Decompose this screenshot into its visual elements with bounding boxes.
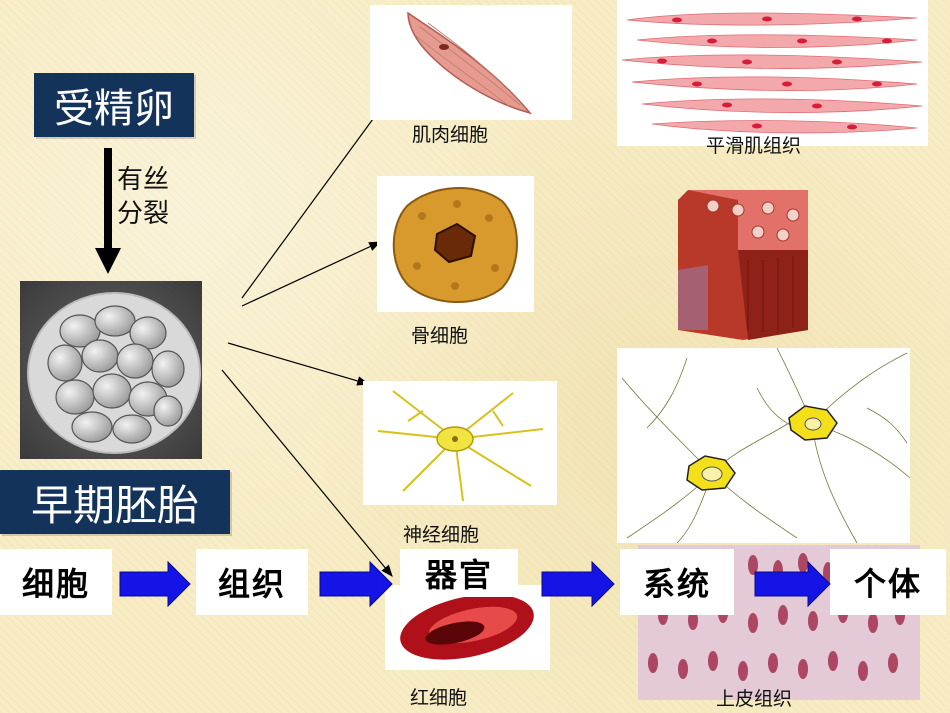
nerve-cell-image [363, 381, 557, 505]
flow-step-cell-label: 细胞 [21, 565, 90, 603]
early-embryo-label: 早期胚胎 [30, 480, 199, 530]
muscle-organ-image [668, 180, 818, 345]
nerve-tissue-image [617, 348, 910, 543]
flow-step-tissue: 组织 [196, 549, 308, 615]
smooth-muscle-tissue-caption: 平滑肌组织 [706, 135, 802, 157]
muscle-cell-image [370, 5, 572, 120]
mitosis-text-line1: 有丝 [117, 165, 170, 195]
flow-arrow-4 [754, 560, 831, 608]
mitosis-text: 有丝 分裂 [117, 163, 169, 231]
early-embryo-label-box: 早期胚胎 [0, 470, 230, 534]
zygote-label-box: 受精卵 [34, 73, 194, 137]
bone-cell-caption: 骨细胞 [411, 325, 469, 347]
early-embryo-image [20, 281, 202, 459]
flow-step-individual: 个体 [830, 549, 946, 615]
flow-arrow-1 [119, 560, 191, 608]
zygote-label: 受精卵 [54, 86, 174, 132]
smooth-muscle-tissue-image [617, 0, 928, 146]
muscle-cell-caption: 肌肉细胞 [412, 124, 489, 146]
embryo-illustration [20, 281, 202, 459]
nerve-cell-caption: 神经细胞 [403, 524, 480, 546]
red-blood-cell-image [385, 585, 550, 670]
mitosis-text-line2: 分裂 [117, 199, 170, 229]
flow-step-individual-label: 个体 [853, 565, 922, 603]
flow-step-tissue-label: 组织 [217, 565, 286, 603]
flow-step-organ-label: 器官 [424, 556, 493, 594]
red-blood-cell-caption: 红细胞 [410, 687, 468, 709]
flow-arrow-3 [541, 560, 615, 608]
flow-arrow-2 [319, 560, 393, 608]
bone-cell-image [377, 176, 534, 312]
epithelial-tissue-caption: 上皮组织 [716, 688, 793, 710]
flow-step-cell: 细胞 [0, 549, 112, 615]
flow-step-organ: 器官 [400, 549, 518, 597]
flow-step-system-label: 系统 [642, 565, 711, 603]
flow-step-system: 系统 [620, 549, 734, 615]
